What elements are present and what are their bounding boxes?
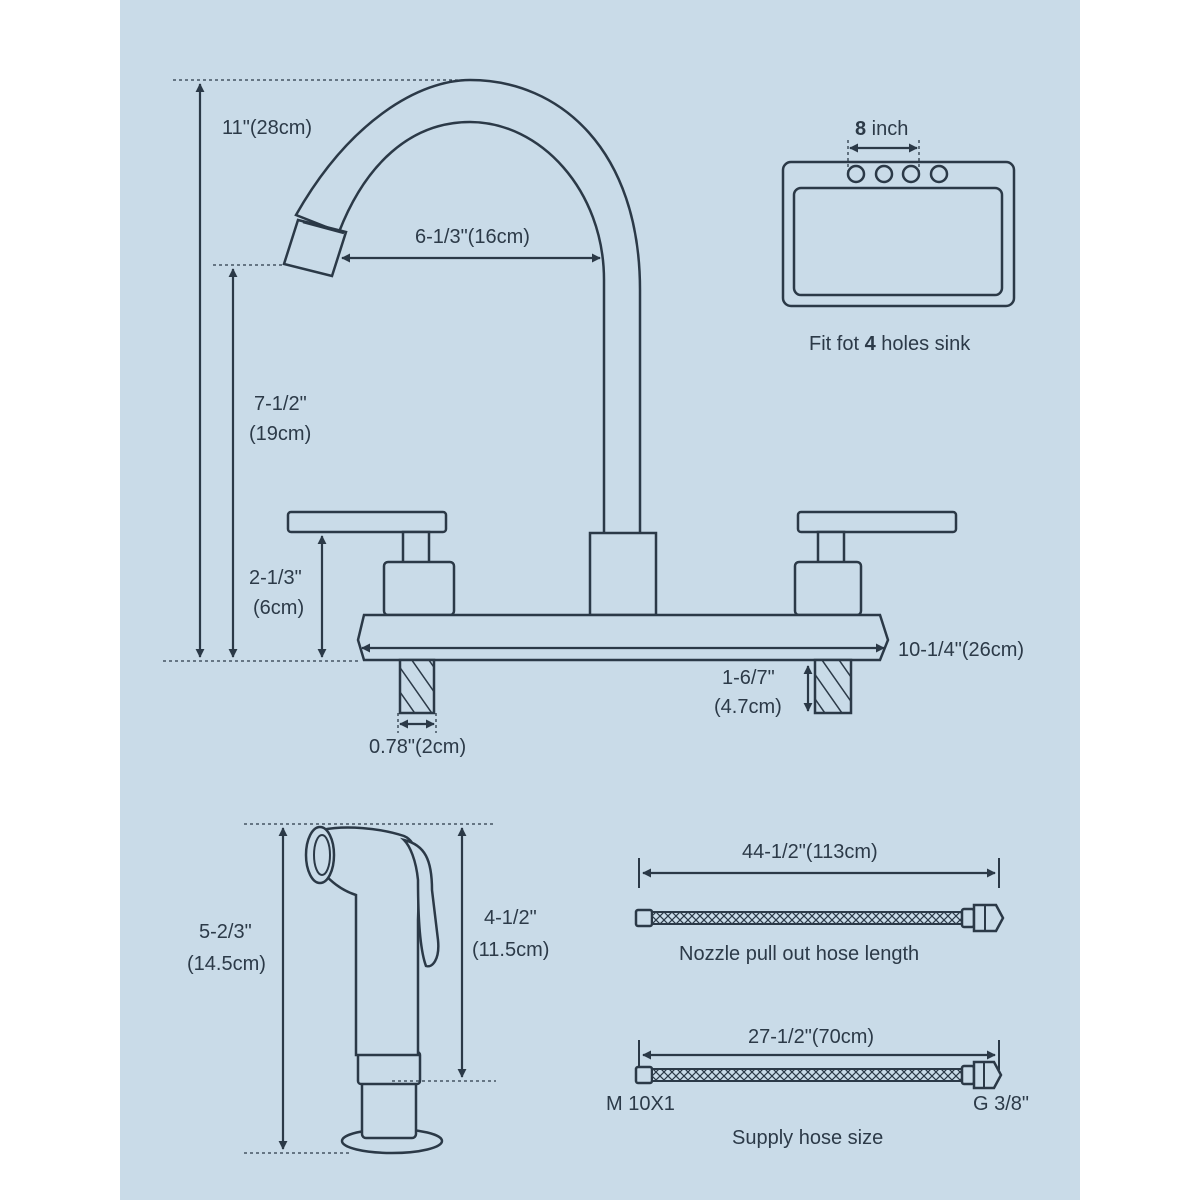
sprayer-head-height-label-cm: (11.5cm) — [472, 939, 549, 961]
sprayer-drawing — [304, 825, 444, 1155]
shank-length-label-cm: (4.7cm) — [714, 696, 782, 718]
spout-outline — [294, 78, 642, 537]
left-handle-lever — [286, 510, 448, 534]
supply-hose-caption: Supply hose size — [732, 1127, 883, 1149]
total-height-label: 11"(28cm) — [222, 117, 312, 139]
hole-spacing-number: 8 — [855, 118, 866, 140]
shank-diameter-label: 0.78"(2cm) — [369, 736, 466, 758]
sink-hole — [901, 164, 921, 184]
right-handle-body — [793, 560, 863, 617]
sprayer-collar — [360, 1078, 418, 1140]
sprayer-head-height-label-in: 4-1/2" — [484, 907, 537, 929]
sink-fit-suffix: holes sink — [876, 333, 971, 355]
spout-height-label-cm: (19cm) — [249, 423, 311, 445]
sink-hole — [929, 164, 949, 184]
shank-length-label-in: 1-6/7" — [722, 667, 775, 689]
supply-right-thread-label: G 3/8" — [973, 1093, 1029, 1115]
left-handle-body — [382, 560, 456, 617]
spout-reach-label: 6-1/3"(16cm) — [415, 226, 530, 248]
supply-hose-length-label: 27-1/2"(70cm) — [748, 1026, 874, 1048]
sink-fit-label: Fit fot 4 holes sink — [809, 333, 971, 355]
supply-hose — [634, 1060, 1003, 1090]
pullout-hose — [634, 903, 1005, 933]
spout-height-label-in: 7-1/2" — [254, 393, 307, 415]
hole-spacing-label: 8 inch — [855, 118, 908, 140]
sprayer-total-height-label-in: 5-2/3" — [199, 921, 252, 943]
handle-height-label-cm: (6cm) — [253, 597, 304, 619]
sink-basin — [792, 186, 1004, 297]
right-shank — [813, 658, 853, 715]
sprayer-trigger — [399, 837, 440, 968]
pullout-hose-length-label: 44-1/2"(113cm) — [742, 841, 878, 863]
sink-fit-number: 4 — [865, 333, 877, 355]
hole-spacing-unit: inch — [866, 118, 908, 140]
supply-left-thread-label: M 10X1 — [606, 1093, 675, 1115]
faucet-drawing — [282, 78, 958, 715]
sink-drawing — [781, 160, 1016, 308]
base-width-label: 10-1/4"(26cm) — [898, 639, 1024, 661]
sink-fit-prefix: Fit fot — [809, 333, 865, 355]
spout-base — [588, 531, 658, 617]
pullout-hose-caption: Nozzle pull out hose length — [679, 943, 919, 965]
base-plate — [356, 613, 890, 662]
sink-hole — [874, 164, 894, 184]
sprayer-total-height-label-cm: (14.5cm) — [187, 953, 266, 975]
sink-hole — [846, 164, 866, 184]
handle-height-label-in: 2-1/3" — [249, 567, 302, 589]
right-handle-lever — [796, 510, 958, 534]
left-shank — [398, 658, 436, 715]
